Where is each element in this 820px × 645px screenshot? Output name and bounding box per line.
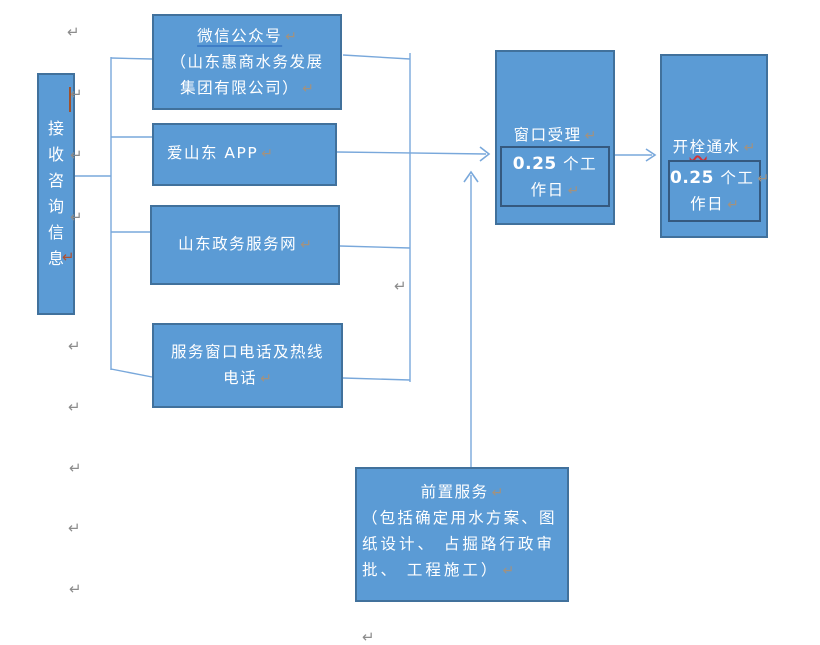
channel-box-wechat[interactable]: 微信公众号↵ （山东惠商水务发展集团有限公司）↵ [152, 14, 342, 110]
arrow-to-window-acceptance[interactable] [336, 146, 491, 162]
window-acceptance-duration-box[interactable]: 0.25 个工作日↵ [500, 146, 610, 207]
pilcrow-mark: ↵ [69, 580, 82, 598]
connector-wechat-to-right-trunk[interactable] [342, 54, 411, 60]
pre-service-box[interactable]: 前置服务↵ （包括确定用水方案、图纸设计、 占掘路行政审批、 工程施工）↵ [355, 467, 569, 602]
connector-branch-hotline[interactable] [110, 368, 153, 378]
pilcrow-mark: ↵ [727, 197, 739, 213]
text-line: 服务窗口电话及热线 [170, 343, 324, 361]
spellcheck-squiggle: 栓 [689, 138, 707, 156]
vertical-char: 咨 [47, 171, 64, 190]
pilcrow-mark: ↵ [502, 563, 515, 579]
process-box-valve-opening[interactable]: 开栓通水↵ 0.25 个工↵作日↵ [660, 54, 769, 238]
pilcrow-mark: ↵ [491, 485, 504, 501]
pilcrow-mark: ↵ [67, 23, 80, 41]
text-line: 批、 工程施工）↵ [357, 557, 567, 583]
text-line: （山东惠商水务发展 [170, 53, 324, 71]
text-line: 作日↵ [502, 177, 608, 203]
channel-box-service-hotline[interactable]: 服务窗口电话及热线电话↵ [152, 323, 343, 408]
text-line: 开栓通水↵ [662, 134, 766, 160]
channel-box-aishandong-app[interactable]: 爱山东 APP↵ [152, 123, 337, 186]
pilcrow-mark: ↵ [68, 337, 81, 355]
pilcrow-mark: ↵ [584, 128, 597, 144]
pilcrow-mark: ↵ [69, 459, 82, 477]
connector-hotline-to-right-trunk[interactable] [342, 377, 411, 381]
vertical-char: 收 [47, 145, 64, 164]
text-cursor [69, 87, 71, 112]
arrow-window-to-valve[interactable] [615, 148, 657, 162]
pilcrow-mark: ↵ [70, 208, 83, 226]
connector-zhengwu-to-right-trunk[interactable] [339, 245, 411, 249]
pilcrow-mark: ↵ [68, 519, 81, 537]
pilcrow-mark: ↵ [743, 140, 756, 156]
valve-opening-title: 开栓通水↵ [662, 134, 766, 160]
pilcrow-mark: ↵ [757, 171, 770, 187]
vertical-char: 息 [47, 249, 64, 268]
receive-info-box[interactable]: 接收咨询信息 [37, 73, 75, 315]
vertical-char: 接 [47, 119, 64, 138]
pilcrow-mark: ↵ [68, 398, 81, 416]
pilcrow-mark: ↵ [362, 628, 375, 645]
pilcrow-mark: ↵ [261, 146, 273, 162]
arrow-preservice-up[interactable] [463, 170, 479, 467]
process-box-window-acceptance[interactable]: 窗口受理↵ 0.25 个工作日↵ [495, 50, 615, 225]
pilcrow-mark: ↵ [70, 85, 83, 103]
text-line: 微信公众号↵ [154, 23, 340, 49]
text-line: 山东政务服务网↵ [152, 231, 338, 257]
text-line: 0.25 个工 [512, 154, 598, 174]
pilcrow-mark: ↵ [70, 146, 83, 164]
text-line: 爱山东 APP↵ [154, 140, 335, 166]
valve-opening-duration-box[interactable]: 0.25 个工↵作日↵ [668, 160, 769, 222]
channel-box-gov-service-site[interactable]: 山东政务服务网↵ [150, 205, 340, 285]
text-line: （包括确定用水方案、图 [362, 509, 557, 527]
text-line: 0.25 个工↵ [670, 165, 769, 191]
window-acceptance-title: 窗口受理↵ [497, 122, 613, 148]
pilcrow-mark: ↵ [260, 371, 272, 387]
vertical-char: 信 [47, 223, 64, 242]
text-line: 集团有限公司）↵ [154, 75, 340, 101]
text-line: 窗口受理↵ [497, 122, 613, 148]
pilcrow-mark: ↵ [62, 248, 75, 266]
text-line: 作日↵ [670, 191, 759, 217]
pilcrow-mark: ↵ [285, 29, 297, 45]
pilcrow-mark: ↵ [567, 183, 580, 199]
text-line: 电话↵ [154, 365, 341, 391]
vertical-char: 询 [47, 197, 64, 216]
text-line: 纸设计、 占掘路行政审 [362, 535, 555, 553]
pilcrow-mark: ↵ [300, 237, 312, 253]
connector-branch-wechat[interactable] [110, 57, 153, 60]
pilcrow-mark: ↵ [394, 277, 407, 295]
pilcrow-mark: ↵ [302, 81, 314, 97]
text-line: 前置服务↵ [357, 479, 567, 505]
